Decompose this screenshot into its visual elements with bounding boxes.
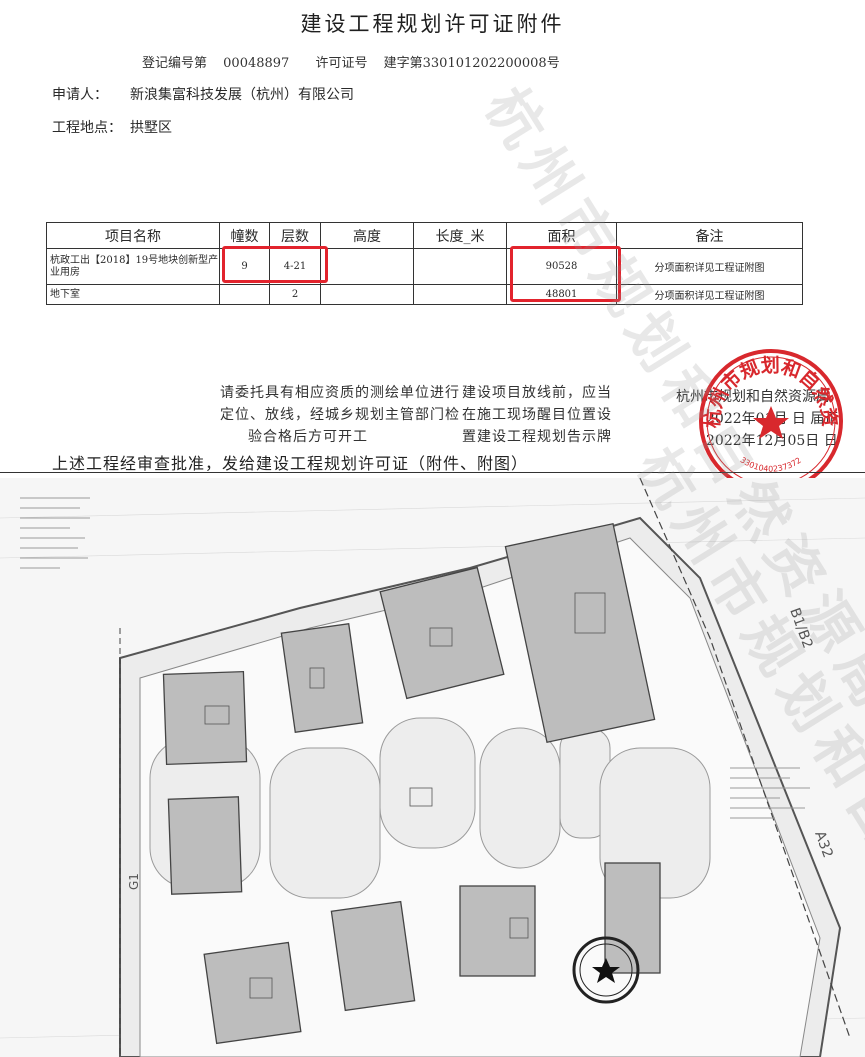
star-icon	[592, 958, 620, 983]
highlight-area	[510, 246, 621, 302]
approval-line: 上述工程经审查批准，发给建设工程规划许可证（附件、附图）	[52, 454, 529, 473]
applicant-label: 申请人：	[52, 87, 108, 103]
map-stamp	[572, 936, 640, 1004]
note-cell: 分项面积详见工程证附图	[616, 284, 803, 305]
notice-line: 在施工现场醒目位置设	[462, 407, 612, 423]
location-value: 拱墅区	[130, 120, 172, 136]
applicant-row: 申请人： 新浪集富科技发展（杭州）有限公司	[52, 84, 354, 104]
permit-number: 建字第330101202200008号	[383, 56, 560, 71]
notice-line: 建设项目放线前，应当	[462, 385, 612, 401]
building-count-cell	[219, 284, 270, 305]
star-icon	[753, 406, 789, 439]
table-header: 高度	[320, 222, 414, 249]
table-header: 面积	[506, 222, 617, 249]
table-header: 项目名称	[46, 222, 220, 249]
table-row: 地下室 2 48801 分项面积详见工程证附图	[46, 284, 803, 305]
registration-label: 登记编号第	[142, 56, 208, 71]
project-table: 项目名称 幢数 层数 高度 长度_米 面积 备注 杭政工出【2018】19号地块…	[46, 222, 803, 305]
document-title: 建设工程规划许可证附件	[300, 12, 565, 36]
table-header: 层数	[269, 222, 321, 249]
table-header: 长度_米	[413, 222, 507, 249]
notice-line: 验合格后方可开工	[248, 429, 368, 445]
notice-line: 定位、放线，经城乡规划主管部门检	[220, 407, 460, 423]
table-header: 备注	[616, 222, 803, 249]
site-plan-map: B1/B2 A32 G1	[0, 478, 865, 1057]
floors-cell: 2	[269, 284, 321, 305]
registration-number: 00048897	[223, 56, 290, 71]
height-cell	[320, 284, 414, 305]
notice-line: 请委托具有相应资质的测绘单位进行	[220, 385, 460, 401]
length-cell	[413, 248, 507, 285]
highlight-count-floors	[222, 246, 328, 283]
registration-line: 登记编号第 00048897 许可证号 建字第330101202200008号	[142, 52, 572, 71]
issuer-name: 杭州市规划和自然资源局	[676, 389, 830, 405]
project-name-cell: 地下室	[46, 284, 220, 305]
length-cell	[413, 284, 507, 305]
height-cell	[320, 248, 414, 285]
issue-date: 2022年12月05日 日	[706, 433, 838, 449]
table-header: 幢数	[219, 222, 270, 249]
location-label: 工程地点：	[52, 120, 122, 136]
table-header-row: 项目名称 幢数 层数 高度 长度_米 面积 备注	[46, 222, 803, 249]
applicant-value: 新浪集富科技发展（杭州）有限公司	[130, 87, 354, 103]
notice-line: 置建设工程规划告示牌	[462, 429, 612, 445]
official-seal: 杭州市规划和自然资源局 3301040237372	[696, 346, 843, 493]
table-row: 杭政工出【2018】19号地块创新型产业用房 9 4-21 90528 分项面积…	[46, 248, 803, 285]
map-label: G1	[127, 873, 141, 890]
note-cell: 分项面积详见工程证附图	[616, 248, 803, 285]
permit-label: 许可证号	[315, 56, 368, 71]
divider	[0, 472, 865, 473]
project-name-cell: 杭政工出【2018】19号地块创新型产业用房	[46, 248, 220, 285]
location-row: 工程地点： 拱墅区	[52, 117, 172, 137]
